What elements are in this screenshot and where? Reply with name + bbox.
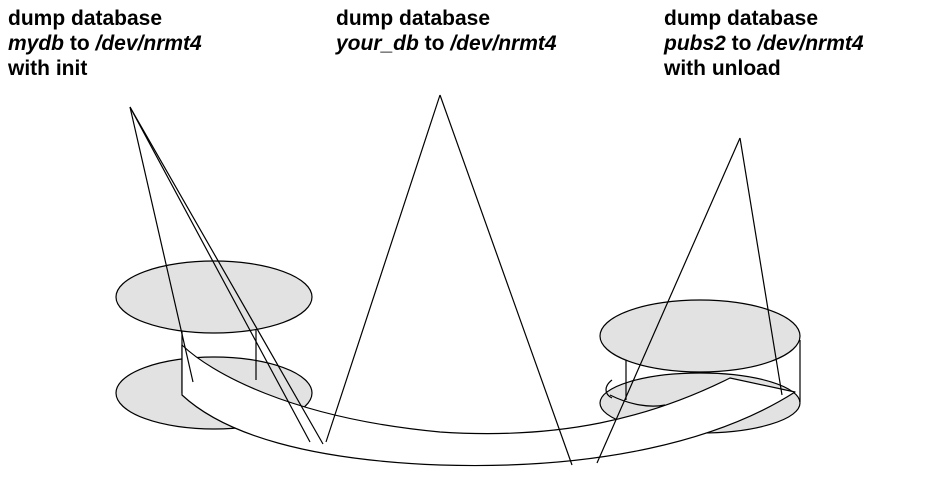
dump-command-caption-your-db: dump database your_db to /dev/nrmt4	[336, 6, 557, 56]
caption-database-name: your_db	[336, 32, 419, 55]
tape-wrap-curl-right	[605, 379, 613, 399]
caption-to-word: to	[64, 32, 96, 55]
caption-line-target: your_db to /dev/nrmt4	[336, 31, 557, 56]
right-reel-top-flange	[599, 299, 801, 373]
dump-command-caption-mydb: dump database mydb to /dev/nrmt4 with in…	[8, 6, 202, 81]
pointer-triangle-mydb-second	[129, 106, 311, 443]
caption-line-option: with init	[8, 57, 88, 80]
pointer-triangle-pubs2	[596, 137, 783, 464]
caption-line-target: pubs2 to /dev/nrmt4	[664, 31, 864, 56]
dump-command-caption-pubs2: dump database pubs2 to /dev/nrmt4 with u…	[664, 6, 864, 81]
caption-database-name: mydb	[8, 32, 65, 55]
tape-strip	[181, 344, 796, 467]
pointer-triangle-your-db	[325, 94, 573, 466]
caption-line-command: dump database	[664, 7, 819, 30]
left-reel-top-flange	[115, 260, 313, 334]
caption-device-name: /dev/nrmt4	[450, 32, 557, 55]
caption-to-word: to	[418, 32, 451, 55]
caption-to-word: to	[725, 32, 758, 55]
caption-database-name: pubs2	[664, 32, 726, 55]
caption-line-target: mydb to /dev/nrmt4	[8, 31, 202, 56]
tape-wrap-edge-right	[609, 394, 666, 407]
caption-device-name: /dev/nrmt4	[757, 32, 864, 55]
caption-device-name: /dev/nrmt4	[95, 32, 202, 55]
caption-line-command: dump database	[336, 7, 491, 30]
pointer-triangle-mydb	[129, 106, 324, 445]
caption-line-option: with unload	[664, 57, 781, 80]
caption-line-command: dump database	[8, 7, 163, 30]
